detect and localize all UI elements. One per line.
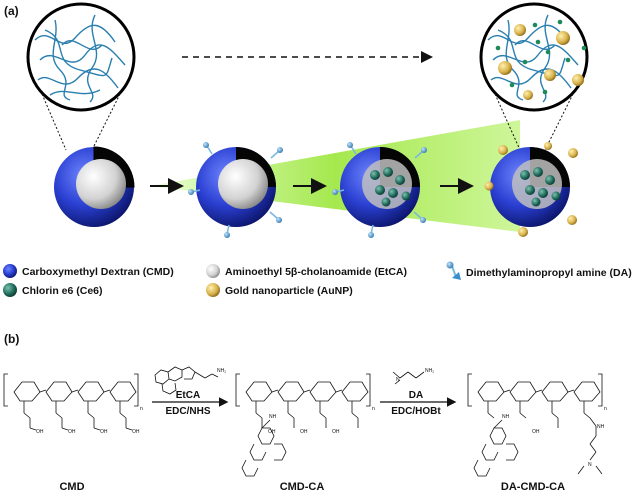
legend-item-cmd: Carboxymethyl Dextran (CMD): [3, 264, 174, 278]
legend-item-ce6: Chlorin e6 (Ce6): [3, 283, 103, 297]
svg-text:OH: OH: [268, 429, 276, 435]
svg-text:Chlorin e6 (Ce6): Chlorin e6 (Ce6): [22, 285, 103, 297]
white-sphere-icon: [206, 264, 220, 278]
green-beam: [150, 120, 520, 232]
svg-text:NH₂: NH₂: [425, 368, 434, 374]
gold-sphere-icon: [206, 283, 220, 297]
reagent-da-label: DA: [409, 390, 423, 401]
cmd-atom-labels: OH OH OH OH n: [36, 406, 143, 435]
da-pins: [188, 142, 283, 238]
svg-text:n: n: [140, 406, 143, 412]
svg-text:NH: NH: [597, 424, 605, 430]
polymer-zoom-circle: [26, 2, 136, 112]
reagent-etca-label: EtCA: [176, 390, 200, 401]
svg-text:NH: NH: [269, 414, 277, 420]
legend-item-da: Dimethylaminopropyl amine (DA): [446, 261, 632, 280]
etca-structure: [154, 366, 219, 395]
aunp-particle: [484, 142, 578, 237]
da-cmd-ca-atom-labels: OH NH NH N n: [502, 406, 607, 468]
svg-text:OH: OH: [532, 429, 540, 435]
loaded-zoom-circle: [479, 2, 589, 112]
svg-text:OH: OH: [132, 429, 140, 435]
da-cmd-ca-particle: [188, 142, 283, 238]
cmd-ca-structure: [235, 373, 371, 477]
svg-text:OH: OH: [300, 429, 308, 435]
panel-b-label: (b): [4, 332, 19, 346]
panel-a-label: (a): [4, 4, 19, 18]
zoom-lines: [41, 93, 574, 151]
blue-sphere-icon: [3, 264, 17, 278]
svg-text:N: N: [588, 462, 592, 468]
legend-item-etca: Aminoethyl 5β-cholanoamide (EtCA): [206, 264, 407, 278]
svg-text:Carboxymethyl Dextran (CMD): Carboxymethyl Dextran (CMD): [22, 266, 174, 278]
svg-text:OH: OH: [100, 429, 108, 435]
reagent-edc-nhs-label: EDC/NHS: [165, 406, 210, 417]
svg-text:OH: OH: [68, 429, 76, 435]
svg-text:n: n: [372, 406, 375, 412]
da-structure: [392, 371, 425, 385]
green-sphere-icon: [3, 283, 17, 297]
legend: Carboxymethyl Dextran (CMD) Aminoethyl 5…: [3, 261, 632, 297]
svg-text:Gold nanoparticle (AuNP): Gold nanoparticle (AuNP): [225, 285, 353, 297]
svg-text:OH: OH: [332, 429, 340, 435]
product-label-da-cmd-ca: DA-CMD-CA: [501, 481, 565, 493]
svg-text:OH: OH: [36, 429, 44, 435]
cmd-etca-particle: [54, 146, 135, 227]
reaction-step-1: NH₂ EtCA EDC/NHS: [152, 366, 229, 417]
legend-item-aunp: Gold nanoparticle (AuNP): [206, 283, 353, 297]
pin-icon: [446, 261, 461, 280]
svg-text:n: n: [604, 406, 607, 412]
svg-text:Dimethylaminopropyl amine (DA): Dimethylaminopropyl amine (DA): [466, 267, 632, 279]
reagent-edc-hobt-label: EDC/HOBt: [391, 406, 441, 417]
svg-text:N: N: [396, 377, 400, 383]
cmd-ca-atom-labels: OH OH OH NH n: [268, 406, 375, 435]
svg-text:NH₂: NH₂: [217, 368, 226, 374]
reaction-step-2: N NH₂ DA EDC/HOBt: [380, 368, 457, 417]
da-cmd-ca-structure: [467, 373, 603, 477]
ce6-loaded-particle: [332, 142, 427, 238]
cmd-structure: [3, 373, 139, 431]
svg-text:Aminoethyl 5β-cholanoamide (Et: Aminoethyl 5β-cholanoamide (EtCA): [225, 266, 407, 278]
product-label-cmd-ca: CMD-CA: [280, 481, 325, 493]
product-label-cmd: CMD: [59, 481, 84, 493]
svg-text:NH: NH: [502, 414, 510, 420]
